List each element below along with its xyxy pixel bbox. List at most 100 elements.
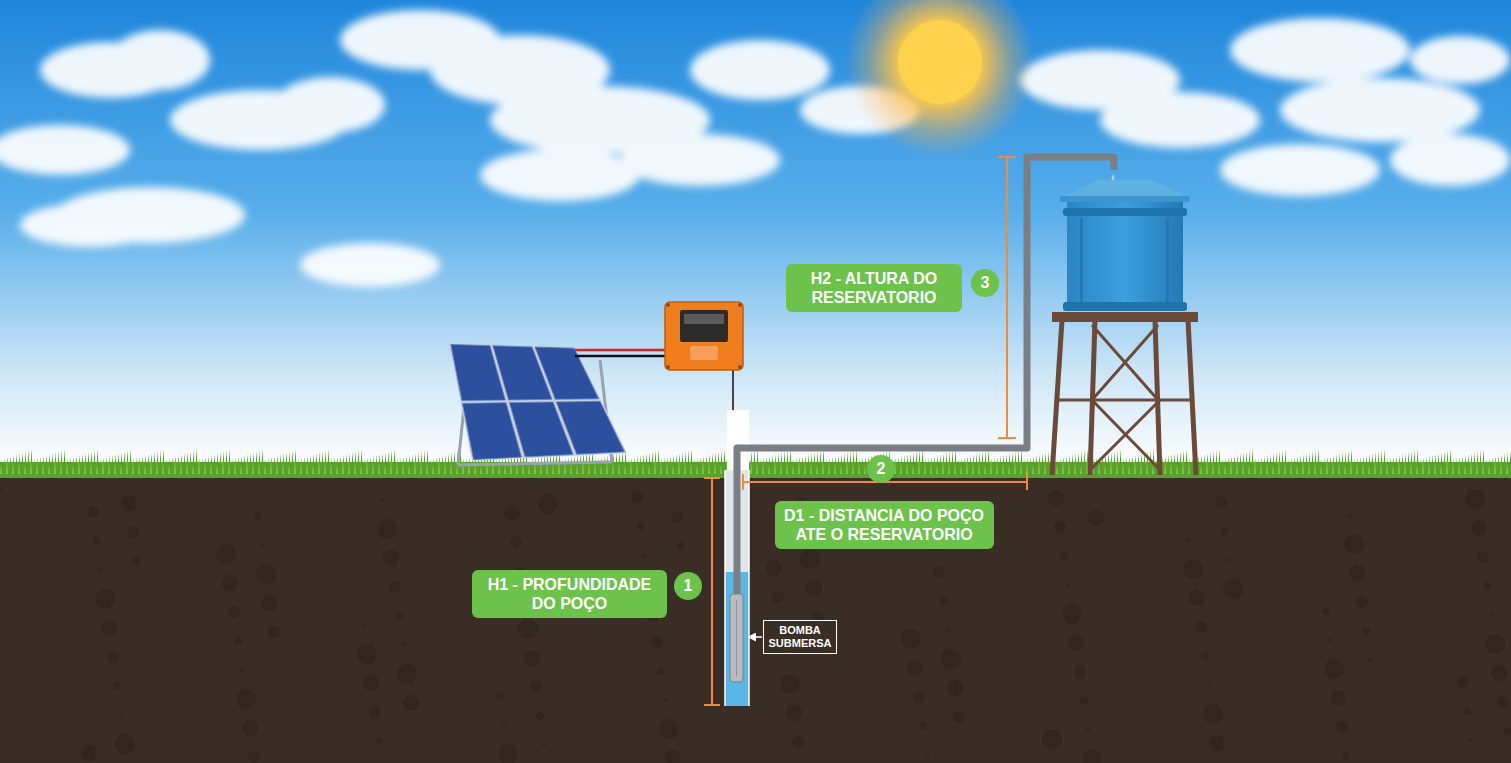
- callout-circle: [867, 455, 895, 483]
- soil-spot: [665, 750, 681, 763]
- dimension-label: D1 - DISTANCIA DO POÇO ATE O RESERVATORI…: [775, 501, 994, 549]
- soil-spot: [1048, 490, 1064, 506]
- soil-spot: [800, 549, 820, 569]
- soil-spot: [381, 498, 385, 502]
- soil-spot: [1477, 551, 1489, 563]
- soil-spot: [1201, 652, 1209, 660]
- soil-spot: [780, 674, 800, 694]
- soil-spot: [383, 550, 399, 566]
- soil-spot: [1080, 697, 1088, 705]
- soil-spot: [657, 667, 665, 675]
- soil-spot: [947, 680, 963, 696]
- dimension-label: H2 - ALTURA DO RESERVATORIO: [786, 264, 962, 312]
- soil-spot: [115, 734, 135, 754]
- soil-spot: [1469, 738, 1473, 742]
- node-text: BOMBA SUBMERSA: [768, 624, 832, 650]
- soil-spot: [127, 526, 139, 538]
- soil-spot: [530, 681, 542, 693]
- dimension-line: [704, 157, 1027, 705]
- soil-spot: [1465, 489, 1485, 509]
- soil-spot: [663, 698, 667, 702]
- soil-spot: [792, 736, 804, 748]
- soil-spot: [1082, 749, 1102, 763]
- soil-spot: [228, 606, 240, 618]
- callout-circle: [971, 269, 999, 297]
- soil-spot: [1227, 558, 1231, 562]
- soil-spot: [1348, 513, 1352, 517]
- soil-spot: [806, 580, 822, 596]
- soil-spot: [945, 628, 949, 632]
- soil-spot: [1463, 707, 1471, 715]
- node-text: H1 - PROFUNDIDADE DO POÇO: [480, 575, 659, 613]
- soil-spot: [95, 589, 115, 609]
- soil-spot: [913, 691, 925, 703]
- callout-circles: [674, 269, 999, 600]
- soil-spot: [236, 689, 256, 709]
- soil-spot: [1060, 552, 1068, 560]
- soil-spot: [524, 650, 540, 666]
- soil-spot: [1088, 510, 1104, 526]
- callout-number: 3: [971, 269, 999, 297]
- soil-spot: [1086, 728, 1090, 732]
- soil-spot: [1187, 538, 1191, 542]
- soil-spot: [1491, 665, 1507, 681]
- soil-spot: [1324, 659, 1344, 679]
- water-tower: [1052, 320, 1196, 475]
- solar-panel: [449, 343, 627, 461]
- soil-spot: [260, 543, 264, 547]
- soil-spot: [222, 575, 238, 591]
- sun-glow: [845, 0, 1035, 157]
- soil-spot: [121, 495, 137, 511]
- soil-spot: [0, 488, 2, 492]
- dimension-label: H1 - PROFUNDIDADE DO POÇO: [472, 570, 667, 618]
- soil-spot: [651, 636, 663, 648]
- water-tank: [1052, 180, 1198, 322]
- soil-spot: [1207, 683, 1211, 687]
- pump: [730, 594, 743, 682]
- soil-spot: [1471, 520, 1487, 536]
- soil-spot: [361, 623, 365, 627]
- soil-spot: [1189, 590, 1205, 606]
- soil-spot: [234, 637, 242, 645]
- panel-cell: [556, 401, 624, 454]
- soil-spot: [401, 643, 405, 647]
- soil-spot: [766, 560, 782, 576]
- soil-spot: [93, 537, 101, 545]
- soil-spot: [133, 557, 141, 565]
- soil-spot: [1074, 666, 1086, 678]
- soil-spot: [1457, 676, 1469, 688]
- soil-spot: [1209, 735, 1225, 751]
- clouds: [0, 10, 1510, 287]
- soil-spot: [502, 723, 506, 727]
- part-label: BOMBA SUBMERSA: [763, 620, 837, 654]
- soil-spot: [395, 612, 403, 620]
- soil-spot: [403, 695, 419, 711]
- pipe: [737, 157, 1114, 594]
- soil-spot: [1368, 658, 1372, 662]
- soil-spot: [1362, 627, 1370, 635]
- soil-spot: [1203, 704, 1223, 724]
- soil-spot: [375, 737, 383, 745]
- soil-spot: [248, 751, 260, 763]
- soil-spot: [1054, 521, 1066, 533]
- soil-spot: [357, 644, 377, 664]
- soil-spot: [901, 629, 921, 649]
- soil-spot: [1223, 579, 1243, 599]
- soil-spot: [1062, 604, 1082, 624]
- soil-spot: [1195, 621, 1207, 633]
- soil-spot: [671, 511, 683, 523]
- sky: [0, 0, 1511, 470]
- soil-spot: [240, 668, 244, 672]
- soil-spot: [772, 591, 784, 603]
- soil-spot: [268, 626, 280, 638]
- soil-spot: [119, 713, 123, 717]
- soil-spot: [510, 536, 522, 548]
- soil-spot: [1344, 534, 1364, 554]
- soil-spot: [933, 566, 945, 578]
- callout-circle: [674, 572, 702, 600]
- soil-spot: [1356, 596, 1368, 608]
- soil-spot: [242, 720, 258, 736]
- controller: [665, 302, 743, 370]
- callout-number: 2: [867, 455, 895, 483]
